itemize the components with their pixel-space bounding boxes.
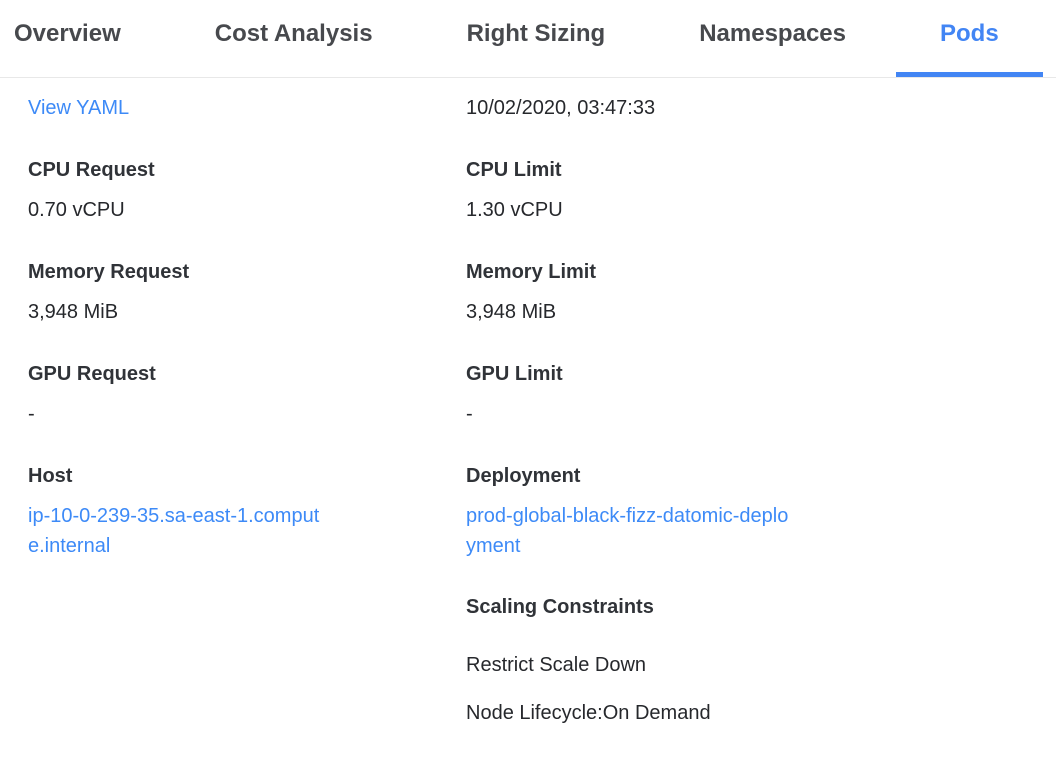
memory-limit-field: Memory Limit 3,948 MiB [466, 257, 1056, 327]
memory-request-field: Memory Request 3,948 MiB [28, 257, 466, 327]
tab-right-sizing-label: Right Sizing [466, 19, 606, 47]
gpu-limit-field: GPU Limit - [466, 359, 1056, 429]
cpu-request-value: 0.70 vCPU [28, 199, 125, 221]
deployment-field: Deployment prod-global-black-fizz-datomi… [466, 461, 1056, 561]
tab-pods[interactable]: Pods [895, 0, 1043, 77]
details-column-right: 10/02/2020, 03:47:33 CPU Limit 1.30 vCPU… [466, 93, 1056, 728]
cpu-request-field: CPU Request 0.70 vCPU [28, 155, 466, 225]
memory-request-label: Memory Request [28, 261, 190, 283]
gpu-request-value: - [28, 403, 35, 425]
tab-overview-label: Overview [14, 19, 121, 47]
view-yaml-link[interactable]: View YAML [28, 97, 130, 119]
gpu-limit-label: GPU Limit [466, 363, 563, 385]
tab-namespaces[interactable]: Namespaces [699, 0, 846, 77]
tab-overview[interactable]: Overview [14, 0, 121, 77]
gpu-request-field: GPU Request - [28, 359, 466, 429]
tab-cost-analysis[interactable]: Cost Analysis [215, 0, 373, 77]
scaling-constraints-title: Scaling Constraints [466, 596, 654, 618]
tab-namespaces-label: Namespaces [699, 19, 846, 47]
gpu-request-label: GPU Request [28, 363, 156, 385]
cpu-limit-value: 1.30 vCPU [466, 199, 563, 221]
cpu-limit-field: CPU Limit 1.30 vCPU [466, 155, 1056, 225]
memory-request-value: 3,948 MiB [28, 301, 119, 323]
pod-details-panel: View YAML CPU Request 0.70 vCPU Memory R… [28, 93, 1056, 728]
deployment-label: Deployment [466, 465, 581, 487]
scaling-constraint-restrict-scale-down: Restrict Scale Down [466, 654, 647, 676]
tab-bar: Overview Cost Analysis Right Sizing Name… [0, 0, 1056, 78]
scaling-constraint-node-lifecycle: Node Lifecycle:On Demand [466, 702, 711, 724]
tab-cost-analysis-label: Cost Analysis [214, 19, 373, 47]
memory-limit-label: Memory Limit [466, 261, 597, 283]
host-label: Host [28, 465, 73, 487]
deployment-link[interactable]: prod-global-black-fizz-datomic-deploymen… [466, 505, 789, 557]
cpu-request-label: CPU Request [28, 159, 155, 181]
host-link[interactable]: ip-10-0-239-35.sa-east-1.compute.interna… [28, 505, 320, 557]
details-column-left: View YAML CPU Request 0.70 vCPU Memory R… [28, 93, 466, 728]
pod-created-timestamp: 10/02/2020, 03:47:33 [466, 97, 656, 119]
gpu-limit-value: - [466, 403, 473, 425]
memory-limit-value: 3,948 MiB [466, 301, 557, 323]
tab-right-sizing[interactable]: Right Sizing [467, 0, 606, 77]
host-field: Host ip-10-0-239-35.sa-east-1.compute.in… [28, 461, 466, 561]
cpu-limit-label: CPU Limit [466, 159, 562, 181]
tab-pods-label: Pods [939, 19, 999, 47]
